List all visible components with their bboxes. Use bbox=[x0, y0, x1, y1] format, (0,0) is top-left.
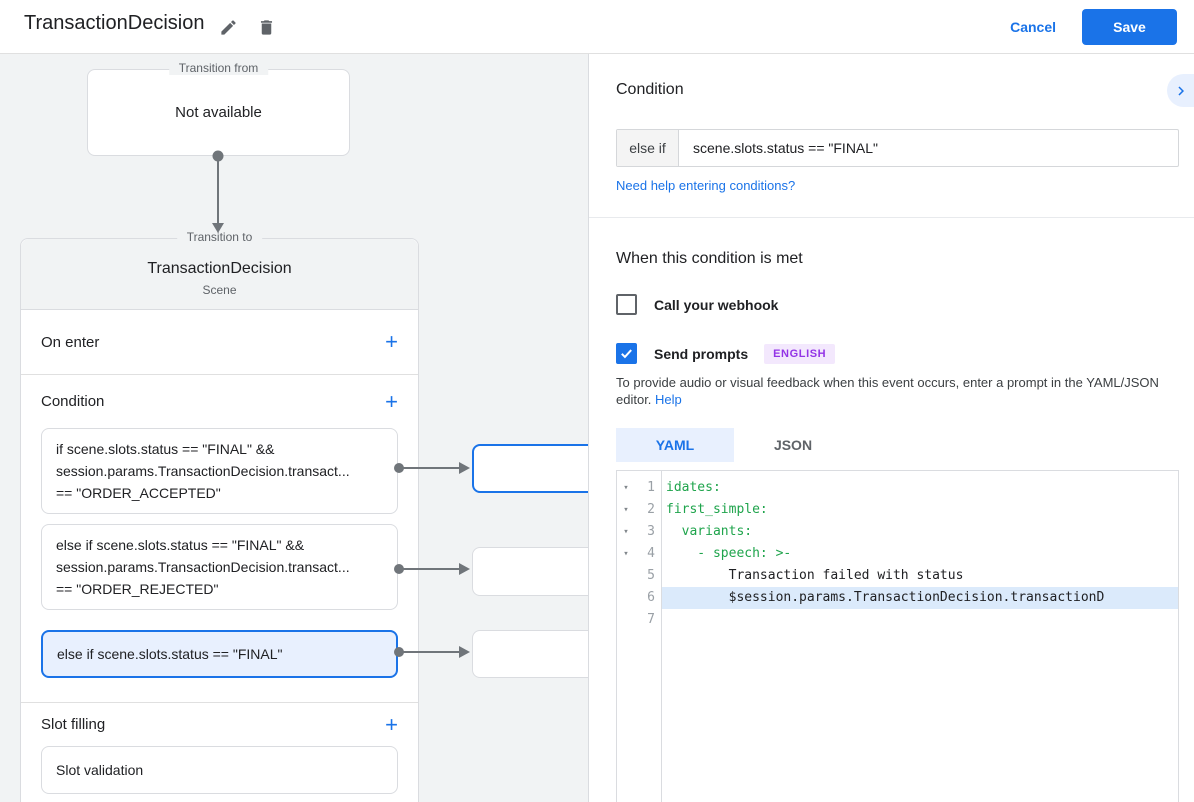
code-line[interactable]: ▾ 2 first_simple: bbox=[617, 493, 1178, 802]
line-number: 3 bbox=[647, 524, 655, 539]
transition-to-box: Transition to TransactionDecision Scene … bbox=[20, 230, 419, 802]
code-line-selected[interactable]: 6 $session.params.TransactionDecision.tr… bbox=[617, 581, 1178, 802]
condition-line: if scene.slots.status == "FINAL" && bbox=[56, 441, 275, 457]
condition-help-link[interactable]: Need help entering conditions? bbox=[616, 178, 796, 193]
language-badge: ENGLISH bbox=[764, 343, 836, 364]
fold-spacer bbox=[617, 609, 635, 631]
condition-line: session.params.TransactionDecision.trans… bbox=[56, 559, 350, 575]
prompt-description: To provide audio or visual feedback when… bbox=[616, 374, 1172, 408]
code-line[interactable]: ▾ 4 - speech: >- bbox=[617, 537, 1178, 802]
code-text: variants: bbox=[666, 524, 753, 539]
pencil-icon bbox=[220, 19, 236, 35]
add-on-enter-button[interactable]: + bbox=[385, 329, 398, 354]
section-divider bbox=[589, 217, 1194, 218]
delete-scene-button[interactable] bbox=[252, 13, 280, 41]
add-slot-button[interactable]: + bbox=[385, 711, 398, 737]
plus-icon: + bbox=[385, 388, 398, 414]
line-number: 2 bbox=[647, 502, 655, 517]
condition-section-label: Condition bbox=[41, 393, 105, 410]
edit-title-button[interactable] bbox=[214, 13, 242, 41]
trash-icon bbox=[260, 19, 272, 35]
condition-card-order-accepted[interactable]: if scene.slots.status == "FINAL" && sess… bbox=[41, 428, 398, 514]
condition-prefix-label: else if bbox=[617, 130, 679, 166]
line-number: 5 bbox=[647, 568, 655, 583]
condition-detail-panel: Condition else if Need help entering con… bbox=[588, 54, 1194, 802]
condition-card-final-selected[interactable]: else if scene.slots.status == "FINAL" bbox=[41, 630, 398, 678]
scene-header[interactable]: TransactionDecision Scene bbox=[21, 239, 418, 310]
send-prompts-row: Send prompts ENGLISH bbox=[616, 343, 836, 364]
code-line[interactable]: ▾ 3 variants: bbox=[617, 515, 1178, 802]
condition-line: == "ORDER_REJECTED" bbox=[56, 581, 219, 597]
help-link[interactable]: Help bbox=[655, 392, 682, 407]
condition-input-group: else if bbox=[616, 129, 1179, 167]
slot-validation-card[interactable]: Slot validation bbox=[41, 746, 398, 794]
transition-target-box[interactable] bbox=[472, 630, 588, 678]
line-number: 7 bbox=[647, 612, 655, 627]
code-text: - speech: >- bbox=[666, 546, 792, 561]
call-webhook-label: Call your webhook bbox=[654, 296, 779, 313]
condition-card-order-rejected[interactable]: else if scene.slots.status == "FINAL" &&… bbox=[41, 524, 398, 610]
when-condition-met-title: When this condition is met bbox=[616, 250, 803, 267]
fold-arrow-icon[interactable]: ▾ bbox=[623, 549, 629, 559]
condition-line: session.params.TransactionDecision.trans… bbox=[56, 463, 350, 479]
checkmark-icon bbox=[621, 349, 632, 359]
gutter-divider bbox=[661, 603, 662, 802]
condition-section-header: Condition + bbox=[21, 375, 418, 428]
fold-arrow-icon[interactable]: ▾ bbox=[623, 527, 629, 537]
line-number: 6 bbox=[647, 590, 655, 605]
send-prompts-label: Send prompts bbox=[654, 345, 749, 362]
code-text: $session.params.TransactionDecision.tran… bbox=[662, 587, 1178, 609]
code-text: Transaction failed with status bbox=[666, 568, 964, 583]
code-line[interactable]: 7 bbox=[617, 603, 1178, 802]
fold-arrow-icon[interactable]: ▾ bbox=[623, 483, 629, 493]
transition-from-value: Not available bbox=[175, 104, 262, 121]
top-bar: TransactionDecision Cancel Save bbox=[0, 0, 1194, 54]
transition-from-box: Transition from Not available bbox=[87, 61, 350, 156]
transition-from-legend: Transition from bbox=[168, 61, 269, 75]
chevron-right-icon bbox=[1177, 86, 1184, 95]
code-text: first_simple: bbox=[666, 502, 768, 517]
slot-filling-section-header: Slot filling + bbox=[21, 702, 418, 746]
cancel-button[interactable]: Cancel bbox=[994, 9, 1072, 45]
condition-line: else if scene.slots.status == "FINAL" && bbox=[56, 537, 305, 553]
condition-expression-input[interactable] bbox=[679, 130, 1178, 166]
plus-icon: + bbox=[385, 329, 398, 354]
prompt-description-text: To provide audio or visual feedback when… bbox=[616, 375, 1159, 407]
add-condition-button[interactable]: + bbox=[385, 388, 398, 414]
on-enter-section: On enter + bbox=[21, 310, 418, 375]
panel-title: Condition bbox=[616, 81, 684, 98]
code-text: idates: bbox=[666, 480, 721, 495]
code-line[interactable]: ▾ 1 idates: bbox=[617, 471, 1178, 802]
slot-validation-label: Slot validation bbox=[56, 762, 144, 778]
condition-line: == "ORDER_ACCEPTED" bbox=[56, 485, 221, 501]
slot-filling-label: Slot filling bbox=[41, 716, 106, 733]
collapse-panel-button[interactable] bbox=[1167, 74, 1194, 107]
transition-to-legend: Transition to bbox=[176, 230, 263, 244]
scene-name: TransactionDecision bbox=[147, 259, 292, 277]
prompt-code-editor[interactable]: ▾ 1 idates: ▾ 2 first_simple: ▾ 3 bbox=[616, 470, 1179, 802]
scene-type-label: Scene bbox=[202, 282, 237, 297]
fold-spacer bbox=[617, 587, 635, 609]
editor-format-tabs: YAML JSON bbox=[616, 428, 852, 462]
line-number: 4 bbox=[647, 546, 655, 561]
transition-target-box[interactable] bbox=[472, 547, 588, 596]
scene-diagram-canvas: Transition from Not available Transition… bbox=[0, 54, 588, 802]
call-webhook-checkbox[interactable] bbox=[616, 294, 637, 315]
tab-json[interactable]: JSON bbox=[773, 437, 813, 453]
fold-spacer bbox=[617, 565, 635, 587]
save-button[interactable]: Save bbox=[1082, 9, 1177, 45]
page-title: TransactionDecision bbox=[24, 12, 205, 34]
transition-target-box-selected[interactable] bbox=[472, 444, 588, 493]
on-enter-label: On enter bbox=[41, 333, 100, 351]
webhook-row: Call your webhook bbox=[616, 294, 778, 315]
fold-arrow-icon[interactable]: ▾ bbox=[623, 505, 629, 515]
code-line[interactable]: 5 Transaction failed with status bbox=[617, 559, 1178, 802]
code-text bbox=[662, 609, 1178, 631]
send-prompts-checkbox[interactable] bbox=[616, 343, 637, 364]
plus-icon: + bbox=[385, 711, 398, 737]
condition-line: else if scene.slots.status == "FINAL" bbox=[57, 646, 283, 662]
tab-yaml[interactable]: YAML bbox=[616, 428, 734, 462]
line-number: 1 bbox=[647, 480, 655, 495]
